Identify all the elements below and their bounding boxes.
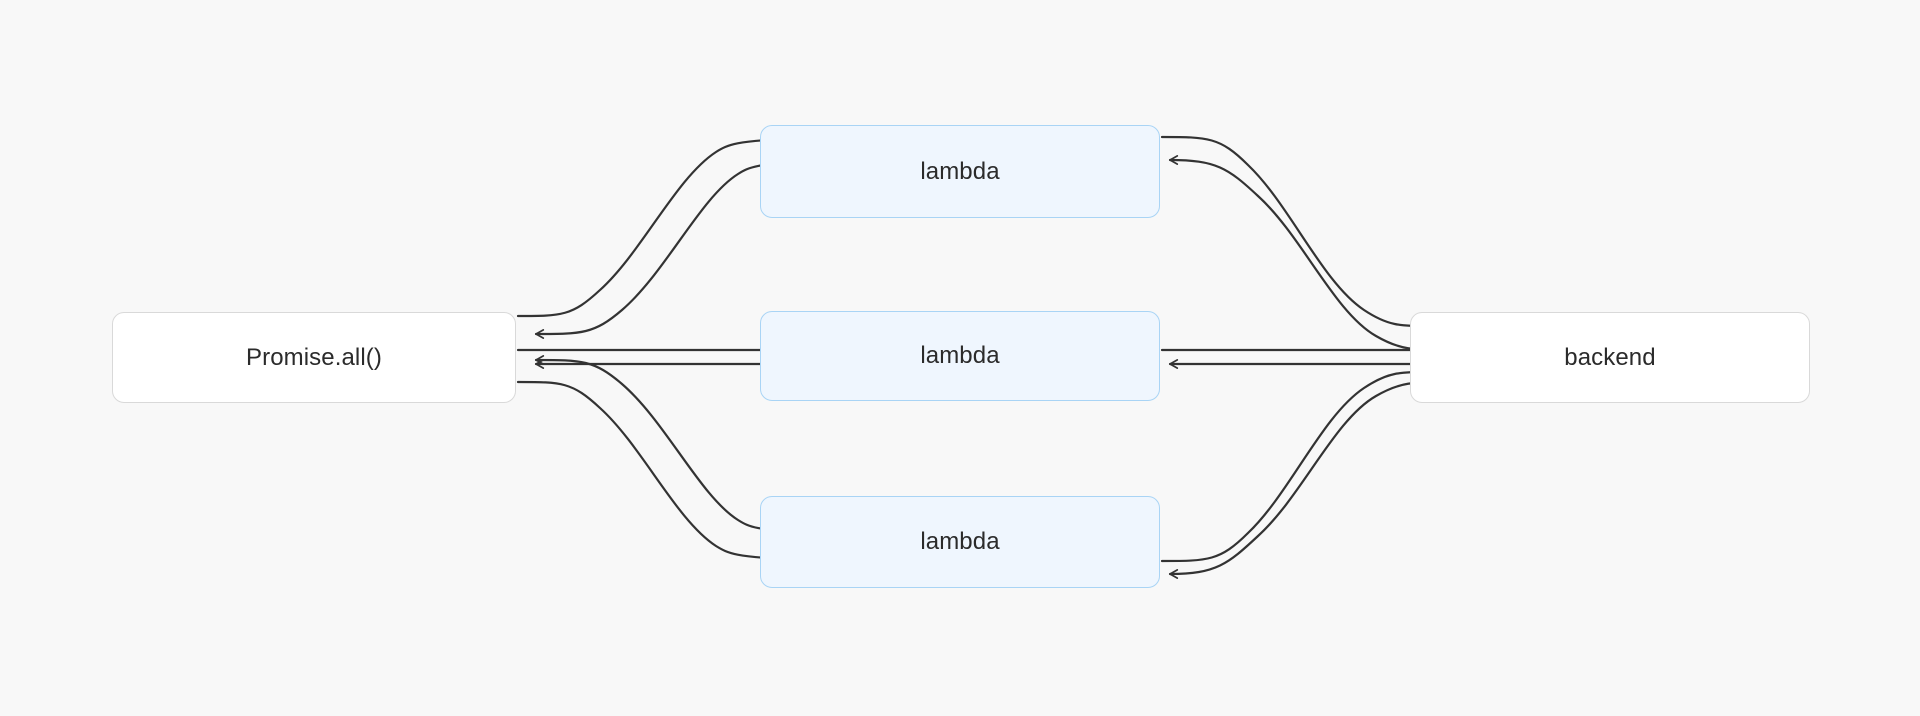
edge-backend-to-lambda-2 bbox=[1168, 380, 1454, 579]
node-label-promise-all: Promise.all() bbox=[246, 343, 382, 371]
node-label-lambda-middle: lambda bbox=[920, 342, 1000, 369]
edge-lambda-0-to-backend bbox=[1160, 135, 1432, 331]
node-label-lambda-top: lambda bbox=[920, 157, 1000, 185]
edge-lambda-2-to-backend bbox=[1160, 367, 1432, 563]
node-lambda-middle[interactable]: lambda bbox=[760, 311, 1160, 401]
node-promise-all[interactable]: Promise.all() bbox=[112, 312, 516, 403]
node-lambda-top[interactable]: lambda bbox=[760, 125, 1160, 218]
node-label-backend: backend bbox=[1564, 343, 1656, 371]
node-label-lambda-bottom: lambda bbox=[920, 528, 1000, 555]
node-lambda-bottom[interactable]: lambda bbox=[760, 496, 1160, 588]
node-backend[interactable]: backend bbox=[1410, 312, 1810, 403]
